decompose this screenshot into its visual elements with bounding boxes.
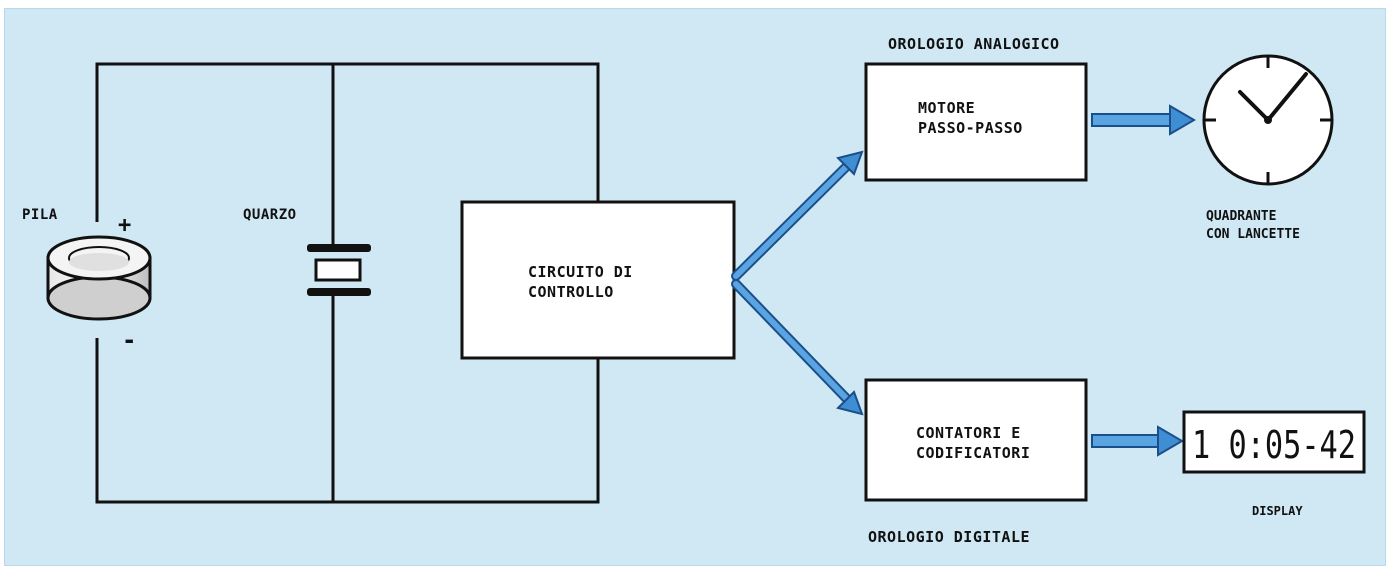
control-line1: CIRCUITO DI (528, 263, 633, 281)
analog-clock-title: OROLOGIO ANALOGICO (888, 35, 1060, 53)
motor-line2: PASSO-PASSO (918, 119, 1023, 137)
arrow-to-dial (1091, 104, 1196, 136)
wire-bottom (95, 338, 600, 504)
counters-line2: CODIFICATORI (916, 444, 1030, 462)
crystal-label: QUARZO (243, 207, 297, 223)
control-circuit-box (460, 200, 736, 360)
arrow-to-counters (731, 279, 864, 416)
counters-encoders-box (864, 378, 1088, 502)
circuit-wires (95, 62, 600, 504)
wire-top (95, 62, 600, 222)
hour-hand (1238, 90, 1270, 122)
battery-coin-cell (46, 235, 152, 321)
stepper-motor-box (864, 62, 1088, 182)
digital-clock-title: OROLOGIO DIGITALE (868, 528, 1030, 546)
crystal-symbol (307, 244, 371, 296)
counters-line1: CONTATORI E (916, 424, 1021, 442)
motor-line1: MOTORE (918, 99, 975, 117)
dial-line1: QUADRANTE (1206, 209, 1276, 224)
display-digits: 1 0:05-42 (1192, 423, 1356, 467)
display-label: DISPLAY (1252, 504, 1303, 518)
arrow-to-motor (731, 150, 864, 281)
digital-display: 1 0:05-42 (1182, 410, 1366, 474)
arrow-to-display (1091, 425, 1184, 457)
dial-line2: CON LANCETTE (1206, 227, 1300, 242)
battery-label: PILA (22, 207, 58, 223)
analog-clock-dial (1202, 54, 1334, 186)
battery-plus: + (118, 213, 131, 238)
control-line2: CONTROLLO (528, 283, 614, 301)
minute-hand (1266, 72, 1308, 122)
battery-minus: - (122, 326, 136, 354)
